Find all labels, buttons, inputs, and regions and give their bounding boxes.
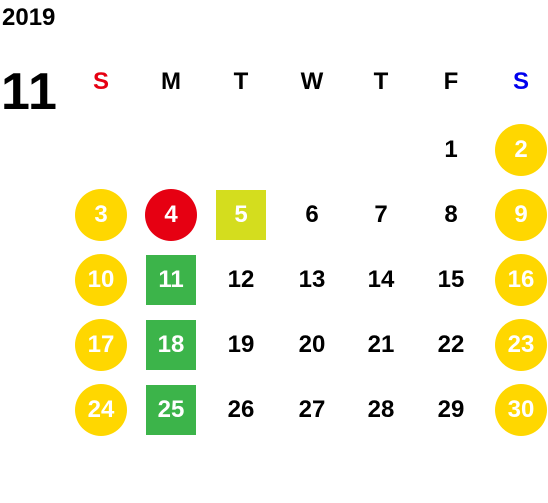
calendar-day-17[interactable]: 17	[75, 319, 127, 371]
calendar-day-25[interactable]: 25	[146, 385, 196, 435]
calendar-day-30[interactable]: 30	[495, 384, 547, 436]
calendar-day-28[interactable]: 28	[367, 396, 395, 423]
calendar-day-10[interactable]: 10	[75, 254, 127, 306]
calendar-month: 11	[1, 63, 58, 121]
weekday-header-sunday: S	[92, 68, 109, 95]
calendar-day-12[interactable]: 12	[227, 266, 255, 293]
calendar-day-22[interactable]: 22	[437, 331, 465, 358]
calendar-day-6[interactable]: 6	[305, 201, 319, 228]
calendar-day-23[interactable]: 23	[495, 319, 547, 371]
calendar-day-27[interactable]: 27	[298, 396, 326, 423]
calendar-day-29[interactable]: 29	[437, 396, 465, 423]
weekday-header-monday: M	[161, 68, 181, 95]
calendar-day-18[interactable]: 18	[146, 320, 196, 370]
calendar-day-11[interactable]: 11	[146, 255, 196, 305]
calendar-day-5[interactable]: 5	[216, 190, 266, 240]
calendar-day-14[interactable]: 14	[367, 266, 395, 293]
weekday-header-wednesday: W	[300, 68, 324, 95]
calendar-day-16[interactable]: 16	[495, 254, 547, 306]
calendar-day-20[interactable]: 20	[298, 331, 326, 358]
weekday-header-saturday: S	[512, 68, 529, 95]
weekday-header-tuesday: T	[233, 68, 249, 95]
calendar-day-9[interactable]: 9	[495, 189, 547, 241]
calendar-day-7[interactable]: 7	[374, 201, 388, 228]
calendar-day-21[interactable]: 21	[367, 331, 395, 358]
weekday-header-friday: F	[443, 68, 459, 95]
calendar-day-26[interactable]: 26	[227, 396, 255, 423]
calendar-day-8[interactable]: 8	[444, 201, 458, 228]
calendar-year: 2019	[2, 4, 56, 31]
calendar-day-1[interactable]: 1	[444, 136, 458, 163]
calendar-day-19[interactable]: 19	[227, 331, 255, 358]
calendar-day-4[interactable]: 4	[145, 189, 197, 241]
calendar-day-15[interactable]: 15	[437, 266, 465, 293]
calendar-day-24[interactable]: 24	[75, 384, 127, 436]
calendar-day-13[interactable]: 13	[298, 266, 326, 293]
calendar-day-3[interactable]: 3	[75, 189, 127, 241]
calendar-day-2[interactable]: 2	[495, 124, 547, 176]
weekday-header-thursday: T	[373, 68, 389, 95]
